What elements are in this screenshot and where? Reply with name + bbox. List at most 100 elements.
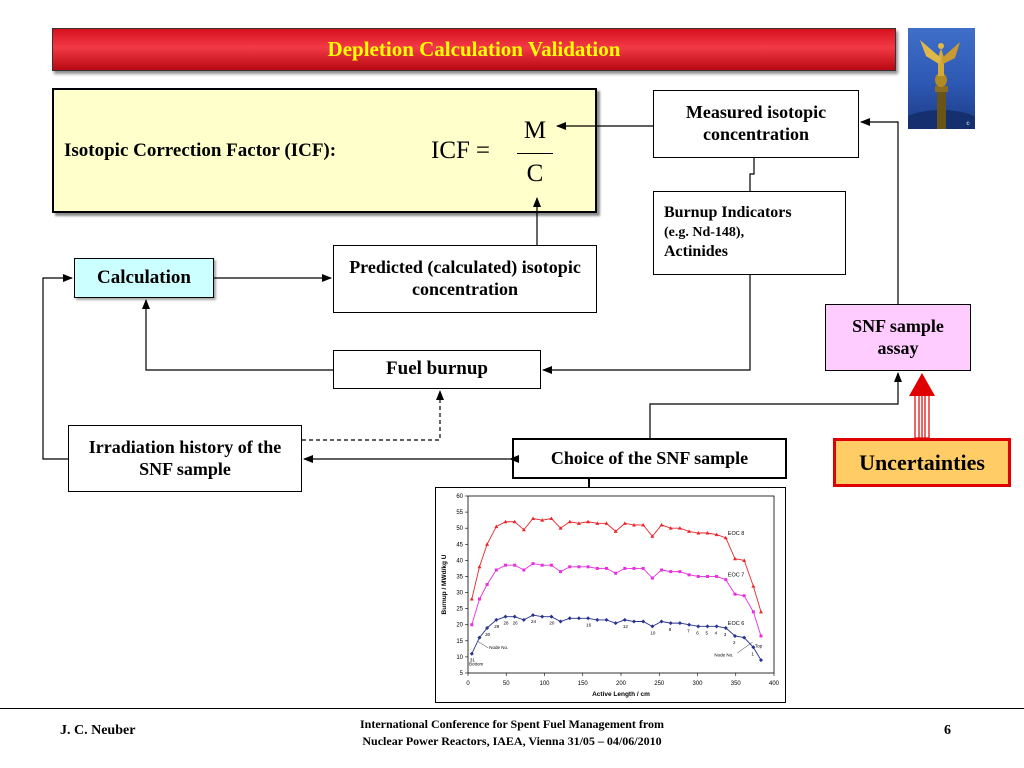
data-point xyxy=(494,617,499,622)
data-point xyxy=(641,566,645,570)
x-tick-label: 100 xyxy=(539,681,550,687)
snf-sample-assay-box: SNF sample assay xyxy=(825,304,971,371)
data-point xyxy=(732,633,737,638)
uncertainty-red-arrow xyxy=(909,373,935,439)
arrow-choice-to-assay xyxy=(649,372,902,438)
data-point xyxy=(521,617,526,622)
victory-column-logo: © xyxy=(908,28,975,129)
choice-of-snf-sample-box: Choice of the SNF sample xyxy=(512,438,787,479)
link-indicators-to-measured xyxy=(749,158,755,191)
measured-isotopic-concentration-box: Measured isotopic concentration xyxy=(653,90,859,158)
node-label: 6 xyxy=(696,630,699,635)
irradiation-label: Irradiation history of the SNF sample xyxy=(88,436,282,479)
data-point xyxy=(677,621,682,626)
data-point xyxy=(540,518,545,522)
data-point xyxy=(678,570,682,574)
data-point xyxy=(705,574,709,578)
data-point xyxy=(659,522,664,527)
node-label: 10 xyxy=(650,630,656,635)
data-point xyxy=(469,651,474,656)
data-point xyxy=(724,578,728,582)
data-point xyxy=(503,614,508,619)
node-no-label-left: Node No. xyxy=(489,645,508,650)
y-tick-label: 55 xyxy=(456,510,463,516)
y-tick-label: 50 xyxy=(456,526,463,532)
data-point xyxy=(558,619,563,624)
data-point xyxy=(485,625,490,630)
data-point xyxy=(531,516,536,521)
data-point xyxy=(759,634,763,638)
data-point xyxy=(604,521,609,525)
fuel-burnup-label: Fuel burnup xyxy=(386,358,488,380)
data-point xyxy=(485,583,489,586)
icf-label: Isotopic Correction Factor (ICF): xyxy=(64,140,337,161)
slide-title: Depletion Calculation Validation xyxy=(327,37,621,61)
data-point xyxy=(549,563,553,567)
data-point xyxy=(485,542,490,546)
y-tick-label: 40 xyxy=(456,558,463,564)
x-tick-label: 150 xyxy=(578,681,589,687)
data-point xyxy=(567,519,572,524)
data-point xyxy=(586,519,591,524)
calculation-label: Calculation xyxy=(97,266,191,288)
node-label: 3 xyxy=(724,632,727,637)
node-label: 20 xyxy=(549,621,555,626)
data-point xyxy=(477,564,482,569)
y-tick-label: 20 xyxy=(456,623,463,629)
data-point xyxy=(513,563,517,567)
data-point xyxy=(641,619,646,624)
uncertainties-box: Uncertainties xyxy=(833,438,1011,487)
data-point xyxy=(723,535,728,540)
series-label: EOC 6 xyxy=(728,621,745,627)
data-point xyxy=(614,571,618,575)
data-point xyxy=(632,619,637,624)
series-label: EOC 7 xyxy=(728,573,745,579)
data-point xyxy=(669,570,673,574)
data-point xyxy=(650,534,655,538)
y-tick-label: 15 xyxy=(456,639,463,645)
y-tick-label: 10 xyxy=(456,655,463,661)
data-point xyxy=(549,614,554,619)
data-point xyxy=(714,624,719,629)
data-point xyxy=(660,568,664,572)
data-point xyxy=(632,566,636,570)
footer-conference: International Conference for Spent Fuel … xyxy=(262,716,762,751)
node-label: 2 xyxy=(733,640,736,645)
node-no-label-right: Node No. xyxy=(714,652,733,657)
arrow-assay-to-measured xyxy=(860,118,899,304)
data-point xyxy=(477,635,482,640)
data-point xyxy=(503,519,508,524)
x-axis-label: Active Length / cm xyxy=(592,691,650,698)
data-point xyxy=(733,592,737,596)
node-label: 1 xyxy=(751,651,754,656)
y-tick-label: 60 xyxy=(456,494,463,500)
data-point xyxy=(622,617,627,622)
data-point xyxy=(613,529,618,533)
node-label: 24 xyxy=(531,619,537,624)
data-point xyxy=(668,526,673,530)
node-label: 16 xyxy=(586,622,592,627)
data-point xyxy=(540,563,544,567)
data-point xyxy=(705,624,710,629)
data-point xyxy=(595,617,600,622)
burnup-indicators-actinides: Actinides xyxy=(664,243,728,261)
data-point xyxy=(677,526,682,530)
data-point xyxy=(751,610,755,614)
data-point xyxy=(531,613,536,618)
data-point xyxy=(531,562,535,566)
icf-formula-lhs: ICF= xyxy=(431,137,490,165)
measured-label: Measured isotopic concentration xyxy=(685,102,827,144)
calculation-box: Calculation xyxy=(74,258,214,298)
data-point xyxy=(494,568,498,572)
data-point xyxy=(696,574,700,578)
burnup-indicators-title: Burnup Indicators xyxy=(664,204,792,222)
data-point xyxy=(632,522,637,527)
data-point xyxy=(715,574,719,578)
data-point xyxy=(469,596,474,601)
data-point xyxy=(503,563,507,567)
data-point xyxy=(687,529,692,533)
data-point xyxy=(650,624,655,629)
predicted-isotopic-concentration-box: Predicted (calculated) isotopic concentr… xyxy=(333,245,597,313)
